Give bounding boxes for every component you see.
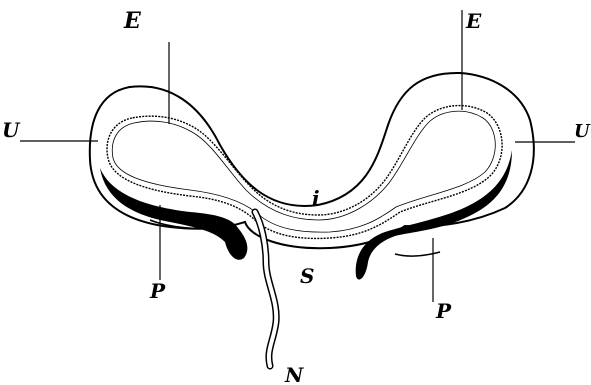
label-p-right: P (435, 299, 452, 323)
label-n: N (284, 363, 304, 385)
label-e-right: E (465, 9, 482, 33)
label-u-left: U (2, 118, 21, 142)
label-u-right: U (574, 121, 591, 142)
label-p-left: P (149, 279, 166, 303)
label-s: S (300, 264, 314, 288)
label-e-left: E (123, 8, 142, 34)
label-i: i (312, 186, 320, 210)
